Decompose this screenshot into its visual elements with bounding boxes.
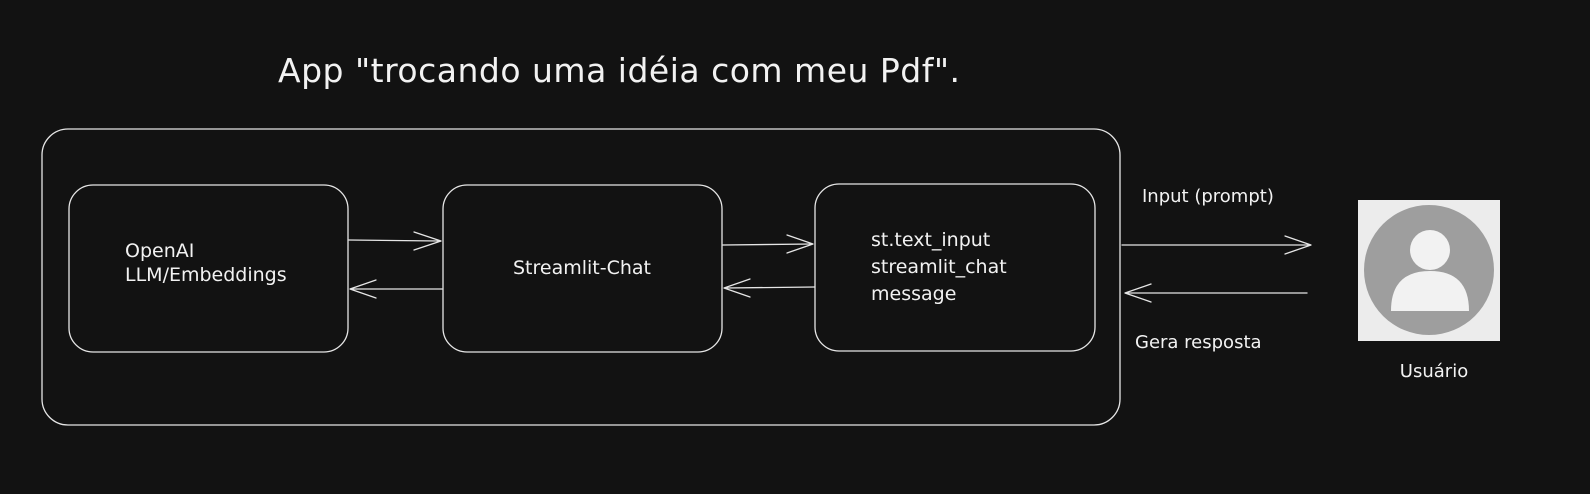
- components-line-1: st.text_input: [871, 229, 990, 251]
- streamlit-chat-label: Streamlit-Chat: [513, 257, 651, 279]
- openai-box-line-1: OpenAI: [125, 240, 194, 262]
- input-prompt-label: Input (prompt): [1142, 186, 1274, 207]
- arrow-chat-to-openai: [349, 279, 443, 299]
- components-line-3: message: [871, 283, 956, 305]
- app-container: [41, 128, 1121, 426]
- arrow-container-to-user: [1121, 235, 1312, 255]
- openai-box-line-2: LLM/Embeddings: [125, 264, 287, 286]
- user-avatar-icon: [1358, 200, 1500, 341]
- components-box: st.text_input streamlit_chat message: [814, 183, 1096, 352]
- openai-box: OpenAI LLM/Embeddings: [68, 184, 349, 353]
- arrow-components-to-chat: [723, 278, 816, 298]
- response-label: Gera resposta: [1135, 332, 1262, 353]
- components-line-2: streamlit_chat: [871, 256, 1007, 278]
- streamlit-chat-box: Streamlit-Chat: [442, 184, 723, 353]
- arrow-chat-to-components: [722, 234, 814, 254]
- arrow-user-to-container: [1124, 283, 1308, 303]
- user-label: Usuário: [1400, 361, 1468, 382]
- diagram-title: App "trocando uma idéia com meu Pdf".: [278, 51, 961, 90]
- arrow-openai-to-chat: [348, 231, 442, 251]
